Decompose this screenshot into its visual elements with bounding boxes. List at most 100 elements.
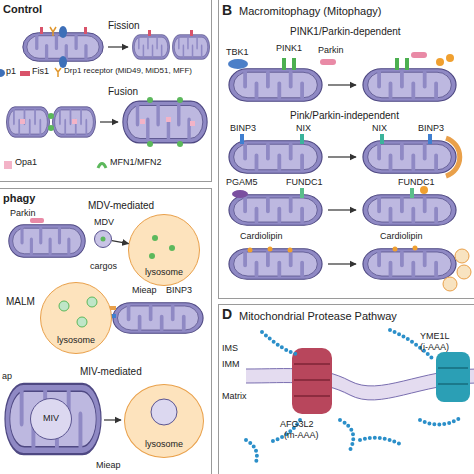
node-heading: Control — [3, 3, 42, 15]
text-label: Fusion — [108, 86, 138, 97]
receptor-icon — [55, 68, 61, 77]
cardiolipin-dot — [393, 247, 398, 252]
text-label: Mieap — [132, 286, 157, 296]
yme1l-complex — [436, 352, 470, 402]
opa1-mark — [190, 121, 195, 126]
phagophore — [446, 138, 460, 176]
text-label: Parkin — [10, 209, 36, 219]
cardiolipin-dot — [248, 248, 253, 253]
process-arrow — [104, 419, 121, 420]
process-arrow — [108, 46, 128, 47]
peptide-chain — [262, 332, 400, 450]
autophagosome-blob — [457, 265, 471, 279]
drp1-receptor — [50, 27, 56, 36]
ubiquitin-dot — [436, 58, 444, 66]
text-label: BINP3 — [166, 286, 192, 296]
afg3l2-complex — [292, 348, 332, 414]
text-label: Cardiolipin — [240, 232, 283, 242]
mitochondrion — [229, 249, 322, 279]
legend-swatch — [4, 161, 12, 169]
lc3-dot — [420, 186, 428, 194]
mitochondrion — [172, 35, 209, 60]
process-arrow — [328, 209, 356, 210]
text-label: Drp1 receptor (MiD49, MiD51, MFF) — [64, 67, 192, 76]
mitochondrion — [363, 141, 456, 173]
panel-box: phagyMDVlysosomelysosomeMIVlysosome — [0, 188, 212, 474]
lysosome-circle: lysosome — [124, 384, 204, 458]
cardiolipin-dot — [268, 247, 273, 252]
complex-stripes — [294, 364, 330, 396]
fis1-rod — [148, 30, 151, 36]
text-label: (m-AAA) — [284, 431, 319, 441]
process-arrow — [328, 84, 356, 85]
text-label: Pink/Parkin-independent — [290, 110, 399, 121]
parkin-icon — [411, 52, 427, 58]
text-label: Matrix — [222, 392, 247, 402]
legend-text: Opa1 — [15, 158, 37, 168]
cardiolipin-dot — [288, 248, 293, 253]
text-label: IMM — [222, 360, 240, 370]
peptide-chain — [246, 330, 460, 462]
mitochondrion — [132, 35, 169, 60]
lysosome-circle: lysosome — [128, 214, 200, 286]
text-label: (i-AAA) — [420, 343, 449, 353]
node-heading: D — [222, 307, 232, 322]
text-label: p1 — [6, 67, 16, 77]
text-label: Mieap — [96, 461, 121, 471]
legend-swatch — [20, 71, 30, 76]
panel-box: Control — [0, 0, 212, 182]
text-label: Parkin — [318, 46, 344, 56]
fis1-rod — [40, 27, 43, 34]
text-label: MDV-mediated — [88, 200, 154, 211]
mfn-knob — [147, 141, 153, 147]
drp1-ring — [59, 26, 67, 38]
autophagosome-blob — [455, 249, 469, 263]
text-label: NIX — [372, 124, 387, 134]
text-label: PINK1/Parkin-dependent — [290, 26, 401, 37]
text-label: AFG3L2 — [280, 420, 314, 430]
opa1-mark — [140, 119, 145, 124]
fundc1-rod — [300, 188, 304, 198]
panel-box: DMitochondrial Protease Pathway — [218, 304, 474, 474]
complex-stripes — [438, 368, 468, 384]
node-heading: B — [222, 3, 232, 18]
mitochondrion — [363, 69, 456, 101]
process-arrow — [112, 241, 129, 244]
cardiolipin-dot — [413, 246, 418, 251]
node-heading: MDV — [94, 218, 114, 228]
mfn-knob — [177, 97, 183, 103]
parkin-icon — [320, 59, 336, 65]
node-heading: lysosome — [125, 440, 203, 450]
text-label: BINP3 — [230, 124, 256, 134]
opa1-mark — [20, 119, 25, 124]
pgam5-icon — [232, 190, 248, 198]
mitochondrion — [229, 69, 322, 101]
mitochondrion — [123, 101, 207, 143]
text-label: PGAM5 — [226, 178, 258, 188]
text-label: ap — [2, 372, 12, 382]
text-label: TBK1 — [226, 48, 249, 58]
bnip3-rod — [428, 134, 432, 144]
vesicle-circle: MIV — [30, 398, 72, 440]
pink1-rod — [292, 58, 296, 70]
mfn-knob — [48, 125, 54, 131]
mfn-knob — [177, 141, 183, 147]
text-label: FUNDC1 — [286, 178, 323, 188]
mitochondrion — [113, 303, 203, 333]
opa1-mark — [72, 119, 77, 124]
lysosome-circle: lysosome — [40, 282, 112, 354]
legend-text: Fis1 — [32, 67, 49, 77]
node-heading: phagy — [3, 192, 35, 204]
mitochondrion — [9, 225, 85, 257]
text-label: cargos — [90, 262, 117, 272]
nix-rod — [380, 134, 384, 144]
node-heading: MIV — [31, 414, 71, 424]
drp1-icon — [0, 69, 5, 77]
ubiquitin-dot — [446, 54, 454, 62]
mitochondrion — [229, 141, 322, 173]
process-arrow — [100, 121, 118, 122]
mfn-icon — [98, 164, 106, 169]
fundc1-rod — [410, 188, 414, 198]
tbk1-icon — [228, 59, 248, 69]
text-label: NIX — [296, 124, 311, 134]
